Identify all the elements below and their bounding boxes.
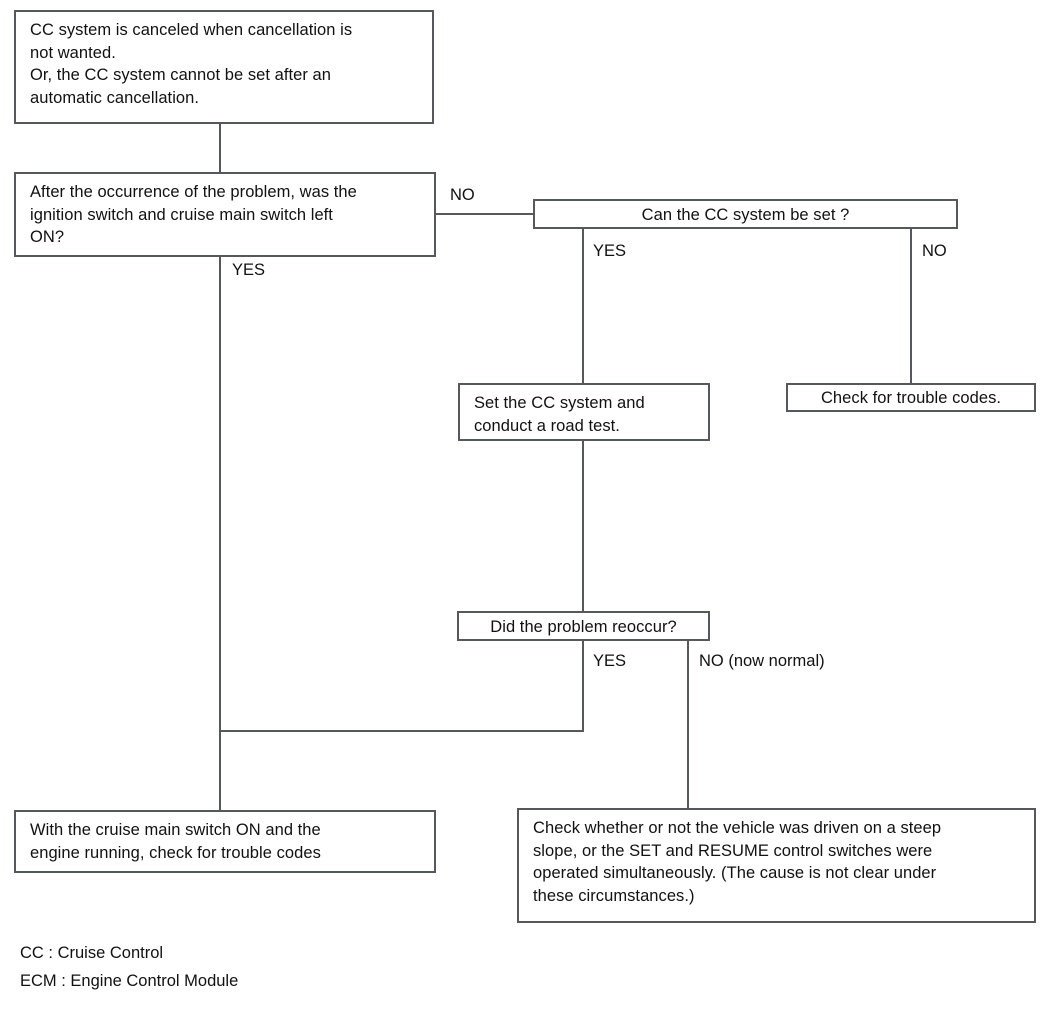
node-action-steep-slope-line-2: slope, or the SET and RESUME control swi… [533,841,933,860]
node-action-main-switch-line-1: With the cruise main switch ON and the [30,821,321,839]
node-decision-reoccur-line-1: Did the problem reoccur? [490,618,677,636]
node-decision-reoccur: Did the problem reoccur? [457,611,710,641]
edge-label-can-set-no: NO [922,242,947,260]
edge-reoccur-yes-to-trunk [219,730,584,732]
edge-reoccur-no [687,641,689,808]
edge-label-ignition-no: NO [450,186,475,204]
node-decision-can-set: Can the CC system be set ? [533,199,958,229]
node-action-main-switch-on: With the cruise main switch ON and the e… [14,810,436,873]
node-action-steep-slope-line-3: operated simultaneously. (The cause is n… [533,864,937,882]
edge-road-test-to-reoccur [582,441,584,611]
node-symptom: CC system is canceled when cancellation … [14,10,434,124]
edge-label-reoccur-no: NO (now normal) [699,652,825,670]
node-action-set-line-1: Set the CC system and [474,394,645,412]
node-symptom-line-3: Or, the CC system cannot be set after an [30,66,331,84]
node-action-check-trouble-codes: Check for trouble codes. [786,383,1036,412]
legend-row-cc: CC : Cruise Control [20,944,164,962]
node-action-steep-slope-line-4: these circumstances.) [533,886,695,905]
node-action-set-and-road-test: Set the CC system and conduct a road tes… [458,383,710,441]
legend: CC : Cruise Control ECM : Engine Control… [20,939,238,995]
edge-ignition-no-to-can-set [436,213,535,215]
edge-label-ignition-yes: YES [232,261,266,279]
node-decision-ignition: After the occurrence of the problem, was… [14,172,436,257]
edge-can-set-yes [582,229,584,383]
legend-row-ecm: ECM : Engine Control Module [20,972,239,990]
edge-symptom-to-ignition [219,124,221,172]
edge-label-reoccur-yes: YES [593,652,627,670]
edge-ignition-yes-trunk [219,257,221,810]
node-action-steep-slope-line-1: Check whether or not the vehicle was dri… [533,819,942,837]
node-decision-ignition-line-2: ignition switch and cruise main switch l… [30,205,333,224]
node-action-set-line-2: conduct a road test. [474,416,620,435]
edge-can-set-no [910,229,912,383]
node-symptom-line-4: automatic cancellation. [30,88,199,107]
node-decision-ignition-line-3: ON? [30,228,65,246]
node-action-steep-slope: Check whether or not the vehicle was dri… [517,808,1036,923]
node-action-check-trouble-codes-line-1: Check for trouble codes. [820,389,1002,407]
node-symptom-line-2: not wanted. [30,43,116,62]
edge-reoccur-yes-down [582,641,584,732]
edge-label-can-set-yes: YES [593,242,627,260]
node-decision-can-set-line-1: Can the CC system be set ? [641,206,850,224]
node-decision-ignition-line-1: After the occurrence of the problem, was… [30,183,357,201]
node-action-main-switch-line-2: engine running, check for trouble codes [30,843,321,862]
node-symptom-line-1: CC system is canceled when cancellation … [30,21,353,39]
